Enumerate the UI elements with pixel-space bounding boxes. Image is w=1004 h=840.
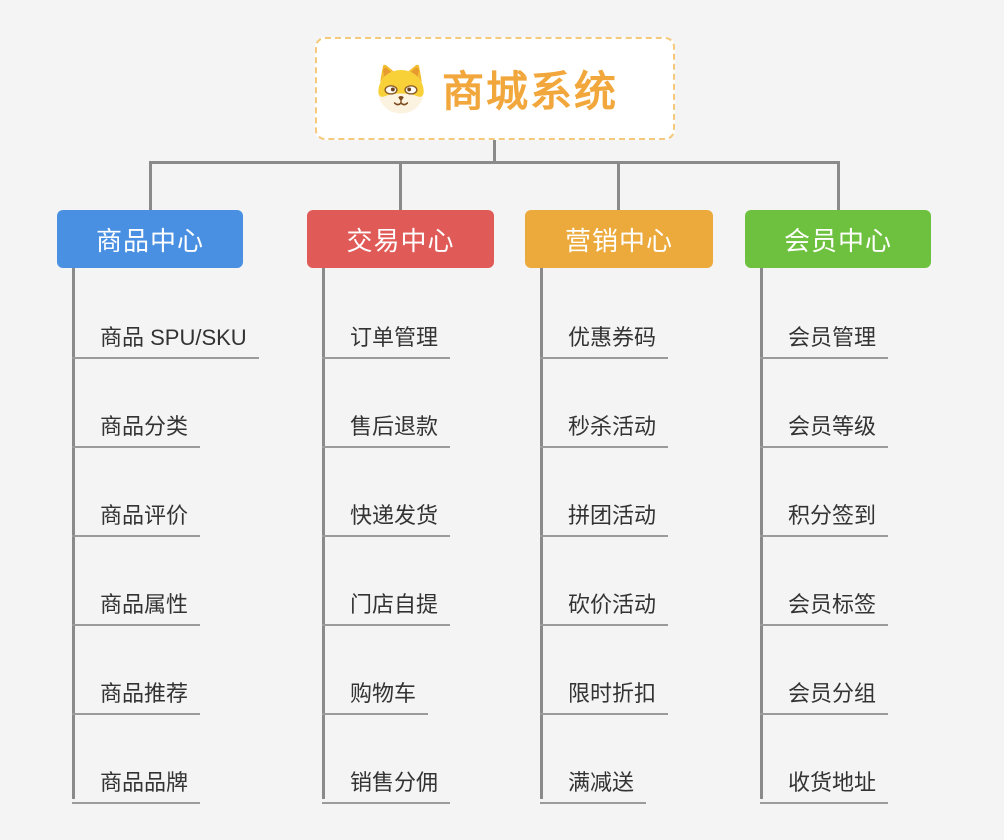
child-node-shipping-address[interactable]: 收货地址 [760,759,889,804]
branch-members-label: 会员中心 [783,225,892,256]
branch-products-label: 商品中心 [95,225,204,256]
child-node-product-recommend[interactable]: 商品推荐 [72,670,201,715]
dog-face-icon [372,62,430,116]
connector-stub-products [149,161,152,210]
child-node-sales-commission[interactable]: 销售分佣 [322,759,451,804]
child-node-flash-sale[interactable]: 秒杀活动 [540,403,669,448]
child-node-product-attributes[interactable]: 商品属性 [72,581,201,626]
child-node-product-spu-sku[interactable]: 商品 SPU/SKU [72,314,259,359]
child-node-express-shipping[interactable]: 快递发货 [322,492,451,537]
child-node-spend-and-save[interactable]: 满减送 [540,759,647,804]
child-node-after-sale-refund[interactable]: 售后退款 [322,403,451,448]
branch-trade-spine [322,268,325,799]
child-node-member-level[interactable]: 会员等级 [760,403,889,448]
child-node-store-pickup[interactable]: 门店自提 [322,581,451,626]
branch-marketing-label: 营销中心 [564,225,673,256]
branch-trade-label: 交易中心 [346,225,455,256]
child-node-limited-time-discount[interactable]: 限时折扣 [540,670,669,715]
child-node-points-checkin[interactable]: 积分签到 [760,492,889,537]
root-title: 商城系统 [441,68,618,115]
child-node-coupon-codes[interactable]: 优惠券码 [540,314,669,359]
branch-members[interactable]: 会员中心 [745,210,931,268]
branch-trade[interactable]: 交易中心 [307,210,494,268]
child-node-member-tags[interactable]: 会员标签 [760,581,889,626]
child-node-member-management[interactable]: 会员管理 [760,314,889,359]
child-node-member-groups[interactable]: 会员分组 [760,670,889,715]
child-node-product-review[interactable]: 商品评价 [72,492,201,537]
branch-marketing[interactable]: 营销中心 [525,210,713,268]
child-node-shopping-cart[interactable]: 购物车 [322,670,429,715]
child-node-product-category[interactable]: 商品分类 [72,403,201,448]
connector-stub-trade [399,161,402,210]
child-node-product-brand[interactable]: 商品品牌 [72,759,201,804]
child-node-group-buy[interactable]: 拼团活动 [540,492,669,537]
branch-members-spine [760,268,763,799]
connector-stub-members [837,161,840,210]
connector-stub-marketing [617,161,620,210]
connector-crossbar [149,161,840,164]
child-node-bargain-activity[interactable]: 砍价活动 [540,581,669,626]
child-node-order-management[interactable]: 订单管理 [322,314,451,359]
branch-marketing-spine [540,268,543,799]
connector-root-stem [493,140,496,164]
branch-products[interactable]: 商品中心 [57,210,243,268]
root-node[interactable]: 商城系统 [315,37,675,140]
branch-products-spine [72,268,75,799]
